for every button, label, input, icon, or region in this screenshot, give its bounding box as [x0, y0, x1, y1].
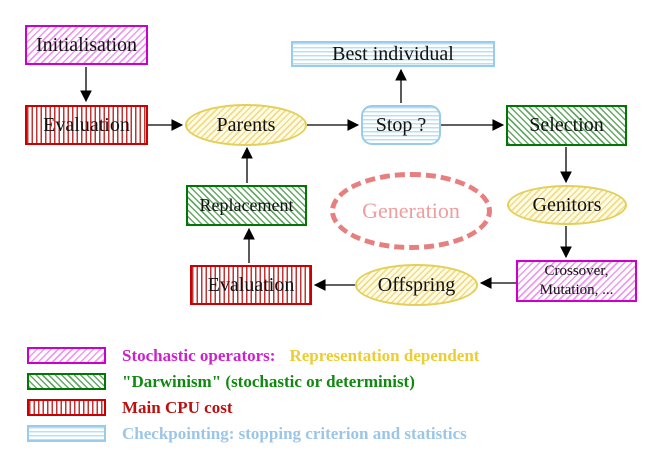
- node-parents: Parents: [185, 104, 307, 146]
- node-evaluation-top-label: Evaluation: [43, 113, 130, 136]
- node-stop: Stop ?: [361, 105, 441, 145]
- node-selection: Selection: [506, 105, 627, 146]
- node-best-individual-label: Best individual: [332, 42, 454, 65]
- node-replacement: Replacement: [186, 185, 307, 226]
- node-offspring: Offspring: [355, 264, 478, 306]
- node-parents-label: Parents: [216, 113, 276, 136]
- legend-label-checkpointing: Checkpointing: stopping criterion and st…: [122, 424, 467, 443]
- generation-loop-ellipse: Generation: [330, 172, 492, 250]
- legend-label-representation-dependent: Representation dependent: [289, 346, 480, 365]
- legend-label-stochastic-operators-text: Stochastic operators:: [122, 346, 276, 365]
- legend-label-main-cpu-cost-text: Main CPU cost: [122, 398, 233, 417]
- legend-label-checkpointing-text: Checkpointing: stopping criterion and st…: [122, 424, 467, 443]
- node-crossover-label-line2: Mutation, ...: [539, 282, 614, 298]
- node-initialisation: Initialisation: [25, 25, 148, 65]
- node-evaluation-top: Evaluation: [25, 105, 148, 145]
- legend-label-darwinism-text: "Darwinism" (stochastic or determinist): [122, 372, 415, 391]
- node-genitors-label: Genitors: [532, 193, 602, 216]
- node-selection-label: Selection: [529, 114, 604, 136]
- legend-label-darwinism: "Darwinism" (stochastic or determinist): [122, 372, 415, 391]
- node-genitors: Genitors: [507, 185, 627, 225]
- legend-swatch-darwinism: [27, 373, 106, 390]
- node-best-individual: Best individual: [291, 41, 495, 67]
- node-crossover-label-line1: Crossover,: [544, 262, 609, 279]
- node-offspring-label: Offspring: [377, 273, 456, 296]
- legend-swatch-checkpointing: [27, 425, 106, 442]
- legend-swatch-main-cpu-cost: [27, 399, 106, 416]
- node-initialisation-label: Initialisation: [35, 33, 138, 56]
- legend-swatch-stochastic-operators: [27, 347, 106, 364]
- node-replacement-label: Replacement: [199, 195, 294, 215]
- node-evaluation-bottom-label: Evaluation: [207, 273, 295, 296]
- node-crossover-mutation: Crossover, Mutation, ...: [516, 260, 637, 302]
- node-stop-label: Stop ?: [375, 113, 427, 136]
- node-evaluation-bottom: Evaluation: [190, 265, 312, 305]
- generation-label: Generation: [362, 198, 460, 223]
- legend-label-main-cpu-cost: Main CPU cost: [122, 398, 233, 417]
- legend-label-stochastic-operators: Stochastic operators: Representation dep…: [122, 346, 480, 365]
